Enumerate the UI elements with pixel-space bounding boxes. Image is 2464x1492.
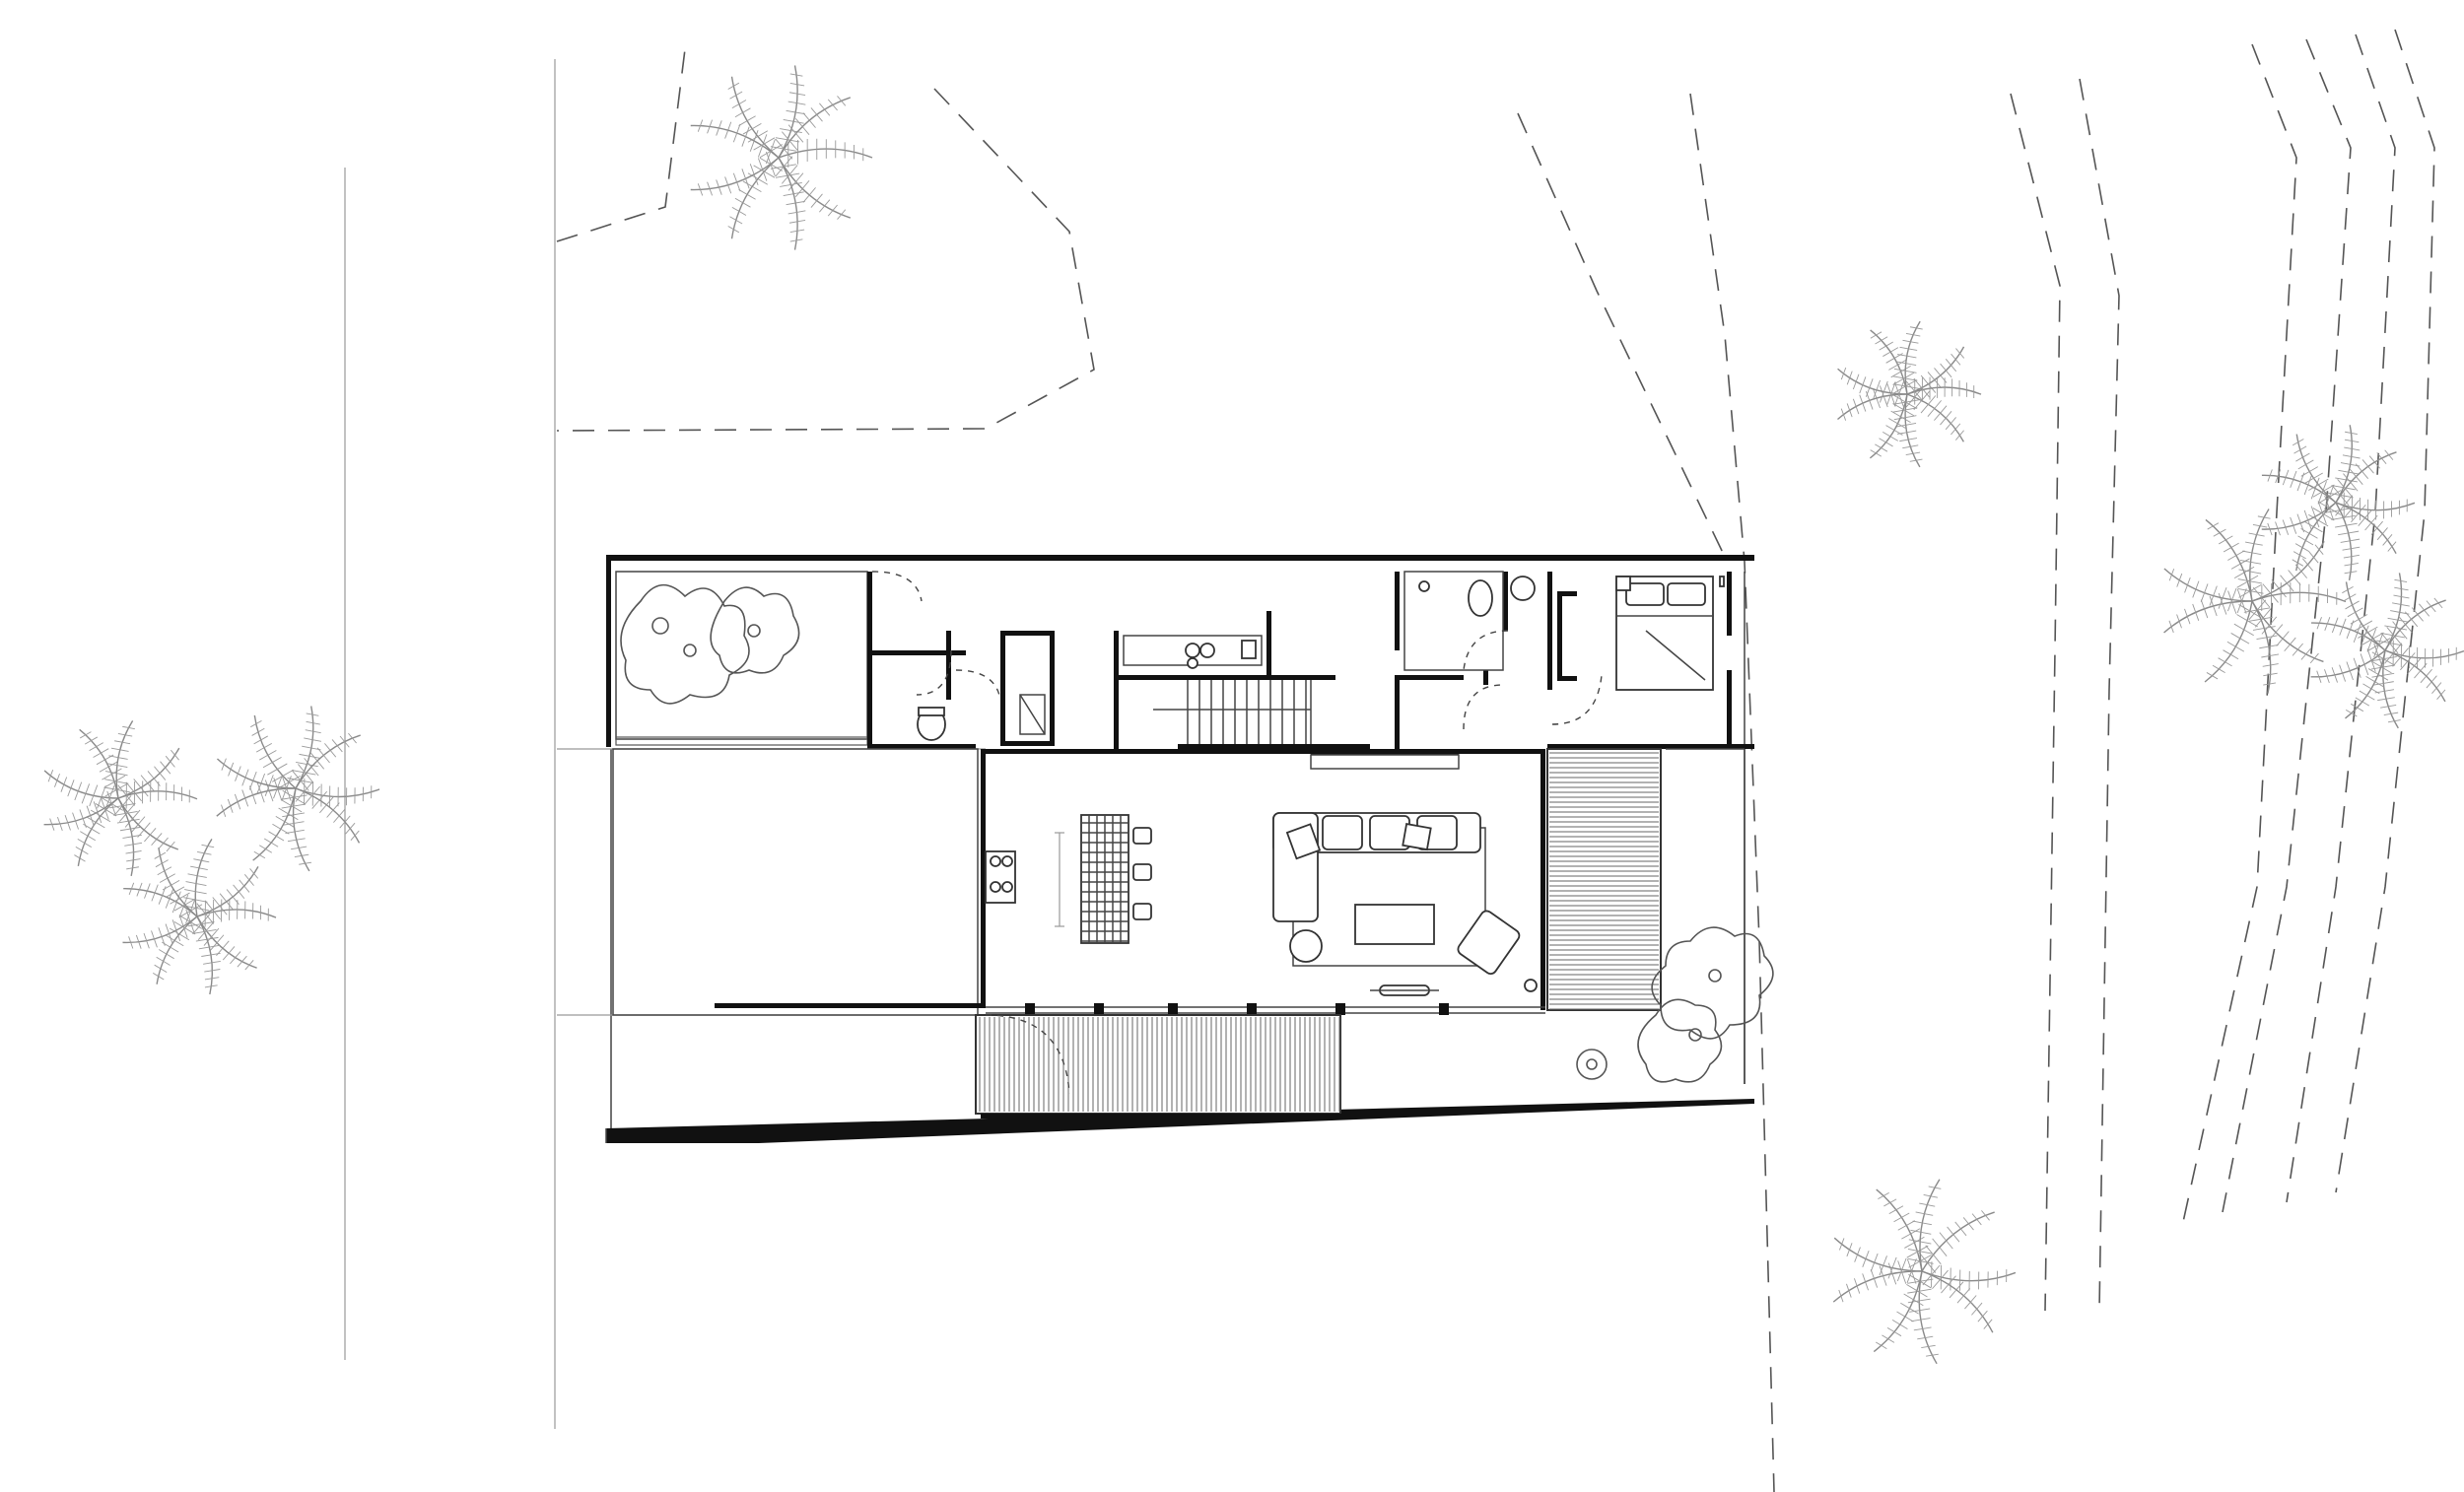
service-room (955, 631, 1055, 746)
powder-room (867, 571, 976, 749)
carport (557, 748, 986, 1016)
palm-left-3 (122, 839, 277, 995)
dining-area (981, 749, 1542, 944)
palm-trees (43, 65, 2464, 1365)
palm-right-upper (2261, 425, 2416, 580)
entry-deck-boards (979, 1017, 1340, 1112)
palm-left-2 (216, 706, 380, 872)
dining-table-pattern (1081, 815, 1129, 943)
stair-treads (1187, 680, 1307, 744)
palm-right-lower (2163, 509, 2347, 694)
side-deck (1546, 748, 1774, 1084)
palm-top-left (690, 65, 873, 250)
bedroom (1547, 572, 1754, 749)
palm-right-third (2310, 573, 2464, 729)
living-walls (986, 749, 1545, 1015)
bathroom (1395, 571, 1536, 749)
garden-courtyard (615, 571, 868, 746)
kitchen-counter (1114, 611, 1271, 749)
side-deck-boards (1549, 752, 1659, 1010)
entry-deck (975, 1014, 1345, 1119)
palm-left-1 (43, 719, 198, 877)
living-area (1272, 812, 1538, 996)
palm-bottom (1832, 1179, 2017, 1365)
staircase (1119, 675, 1460, 770)
palm-top-middle (1837, 320, 1982, 468)
site-lines (344, 29, 2435, 1492)
